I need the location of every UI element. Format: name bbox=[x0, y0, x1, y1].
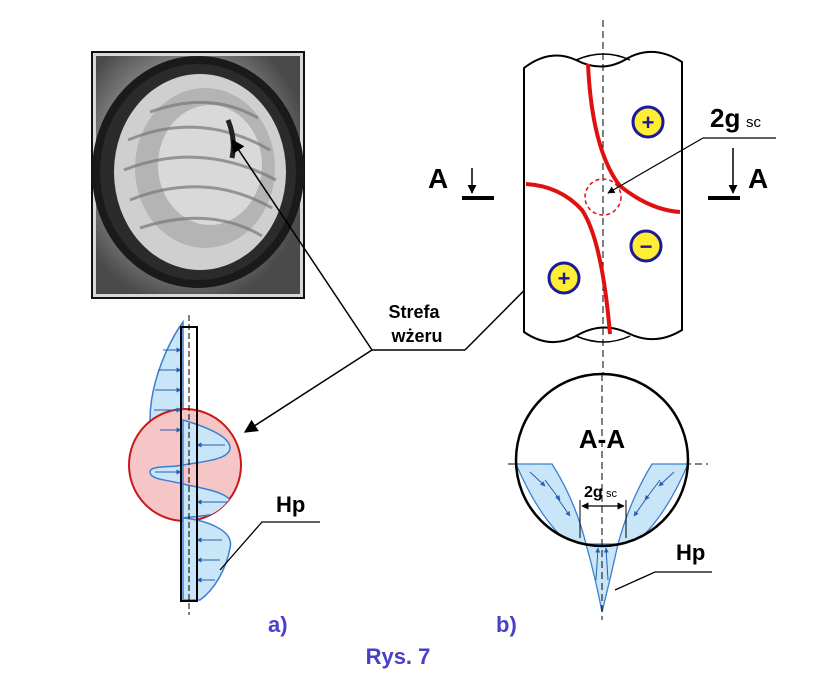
panel-b-label: b) bbox=[496, 612, 517, 637]
section-mark-right: A bbox=[748, 163, 768, 194]
section-title: A-A bbox=[579, 424, 625, 454]
hp-label-a: Hp bbox=[276, 492, 305, 517]
minus-sign-icon bbox=[629, 229, 663, 263]
plus-sign-bottom: + bbox=[558, 266, 571, 291]
pit-zone-label-line1: Strefa bbox=[388, 302, 440, 322]
section-mark-left: A bbox=[428, 163, 448, 194]
panel-a-label: a) bbox=[268, 612, 288, 637]
plus-sign-icon bbox=[631, 105, 665, 139]
dim-top-main: 2g bbox=[710, 103, 740, 133]
panel-b-pipe bbox=[462, 20, 776, 410]
pipe-photo bbox=[91, 51, 305, 299]
minus-sign: − bbox=[640, 234, 653, 259]
dim-top-sub: sc bbox=[746, 114, 762, 131]
panel-b-section bbox=[508, 372, 712, 620]
hp-label-b: Hp bbox=[676, 540, 705, 565]
dim-bottom-sub: sc bbox=[606, 488, 618, 500]
panel-a-diagram bbox=[128, 315, 320, 615]
plus-sign-icon-lower bbox=[547, 261, 581, 295]
pit-zone-label-line2: wżeru bbox=[390, 326, 442, 346]
plus-sign-top: + bbox=[642, 110, 655, 135]
figure-caption: Rys. 7 bbox=[366, 644, 431, 669]
dim-bottom-main: 2g bbox=[584, 484, 603, 501]
